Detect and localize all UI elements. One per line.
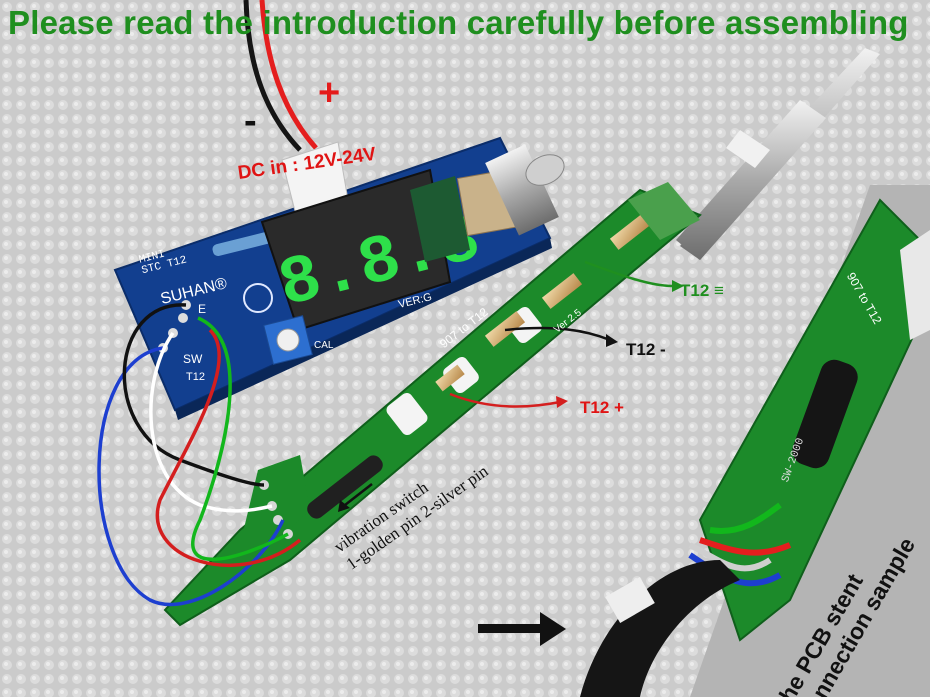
silk-sw: SW [183,352,203,366]
silk-cal: CAL [314,340,334,351]
t12-ground-label: T12 ≡ [680,281,724,300]
annotation-arrows [338,260,684,512]
inset-sample-photo [580,185,930,697]
rotary-encoder [456,144,565,237]
pcb-stent [163,182,702,627]
soldering-tip [676,48,880,260]
negative-polarity-label: - [244,100,257,142]
silk-t12: T12 [186,371,205,383]
power-wires [243,0,318,152]
positive-polarity-label: + [318,72,341,114]
headline-text: Please read the introduction carefully b… [8,4,909,41]
connection-wires [97,303,302,607]
big-black-arrow [478,612,566,646]
silk-e: E [198,302,207,316]
t12-minus-label: T12 - [626,340,666,359]
t12-plus-label: T12 + [580,398,624,417]
